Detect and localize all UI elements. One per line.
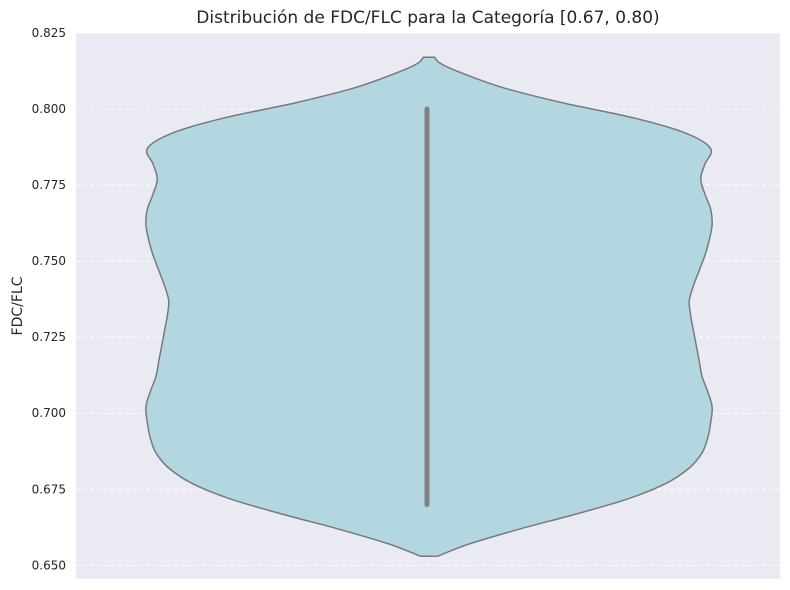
y-axis-label: FDC/FLC — [10, 276, 26, 335]
y-axis-ticks: 0.650 0.675 0.700 0.725 0.750 0.775 0.800 0.825 — [32, 26, 66, 572]
y-tick-label: 0.725 — [32, 330, 66, 344]
y-tick-label: 0.825 — [32, 26, 66, 40]
y-tick-label: 0.650 — [32, 558, 66, 572]
y-tick-label: 0.700 — [32, 406, 66, 420]
y-tick-label: 0.775 — [32, 178, 66, 192]
chart-title: Distribución de FDC/FLC para la Categorí… — [196, 8, 659, 28]
y-tick-label: 0.675 — [32, 482, 66, 496]
y-tick-label: 0.750 — [32, 254, 66, 268]
y-tick-label: 0.800 — [32, 102, 66, 116]
